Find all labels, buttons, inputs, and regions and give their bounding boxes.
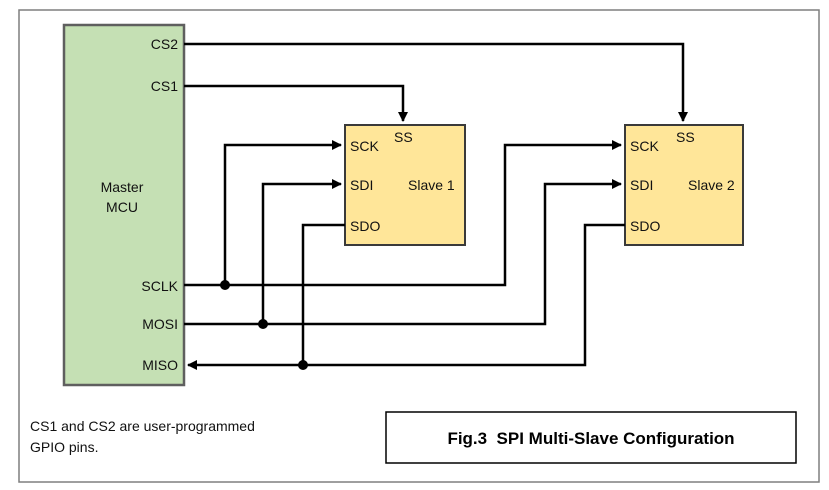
slave-1-block (344, 124, 466, 246)
wire-miso-from-slave-1 (301, 223, 345, 365)
slave-1-sdo-label: SDO (350, 218, 380, 234)
wire-mosi-to-slave-1 (261, 179, 342, 324)
wire-sclk-bus (184, 140, 622, 287)
note-line-1: CS1 and CS2 are user-programmed (30, 418, 255, 434)
master-label-line2: MCU (106, 199, 138, 215)
pin-cs1: CS1 (151, 78, 178, 94)
pin-miso: MISO (142, 357, 178, 373)
slave-2-sdi-label: SDI (630, 177, 653, 193)
slave-2-ss-label: SS (676, 129, 695, 145)
wire-sclk-to-slave-1 (223, 140, 342, 285)
slave-1-sdi-label: SDI (350, 177, 373, 193)
caption-box (385, 411, 797, 464)
slave-2-block (624, 124, 744, 246)
junction-mosi (258, 319, 268, 329)
pin-mosi: MOSI (142, 316, 178, 332)
junction-sclk (220, 280, 230, 290)
slave-2-name: Slave 2 (688, 177, 735, 193)
figure-caption: Fig.3 SPI Multi-Slave Configuration (447, 429, 734, 448)
master-mcu-block (62, 23, 186, 387)
wire-miso-bus (187, 223, 625, 370)
note-line-2: GPIO pins. (30, 439, 98, 455)
wire-cs1 (184, 84, 408, 122)
slave-1-name: Slave 1 (408, 177, 455, 193)
pin-cs2: CS2 (151, 36, 178, 52)
wire-cs2 (184, 42, 688, 122)
figure-frame (18, 9, 820, 483)
wire-mosi-bus (184, 179, 622, 326)
slave-1-sck-label: SCK (350, 138, 379, 154)
master-label-line1: Master (101, 179, 144, 195)
slave-2-sck-label: SCK (630, 138, 659, 154)
slave-1-ss-label: SS (394, 129, 413, 145)
pin-sclk: SCLK (141, 278, 178, 294)
junction-miso (298, 360, 308, 370)
slave-2-sdo-label: SDO (630, 218, 660, 234)
